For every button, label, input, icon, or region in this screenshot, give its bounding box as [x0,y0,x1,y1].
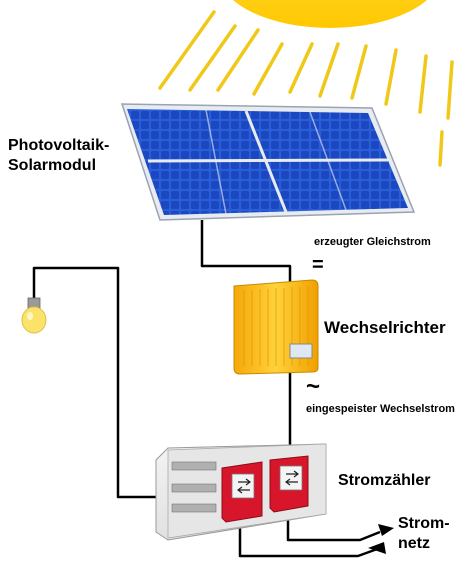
arrow-icon [368,542,386,554]
inverter-label: Wechselrichter [324,318,446,337]
circuit-breaker-rows [171,461,217,513]
arrow-icon [237,478,251,494]
meter-label: Stromzähler [338,472,431,489]
grid-label-line1: Strom- [398,515,450,532]
electricity-meter-2 [269,455,309,513]
light-bulb-icon [21,297,47,334]
pv-module-label: Photovoltaik- Solarmodul [8,136,109,176]
inverter-display [289,343,313,359]
sun-rays [158,10,454,167]
solar-panel [120,103,416,221]
inverter [233,279,319,375]
arrow-icon [378,524,394,536]
sun-icon [233,0,427,28]
dc-current-label: erzeugter Gleichstrom [314,236,431,248]
pv-label-line1: Photovoltaik- [8,137,110,154]
cables [32,220,381,558]
pv-label-line2: Solarmodul [8,157,97,174]
grid-arrows [368,524,394,554]
grid-label: Strom- netz [398,514,450,554]
ac-current-label: eingespeister Wechselstrom [306,403,455,415]
arrow-icon [285,470,299,486]
electricity-meter-1 [221,461,263,523]
grid-label-line2: netz [398,535,430,552]
ac-symbol: ~ [306,373,321,400]
dc-symbol: = [312,254,324,276]
